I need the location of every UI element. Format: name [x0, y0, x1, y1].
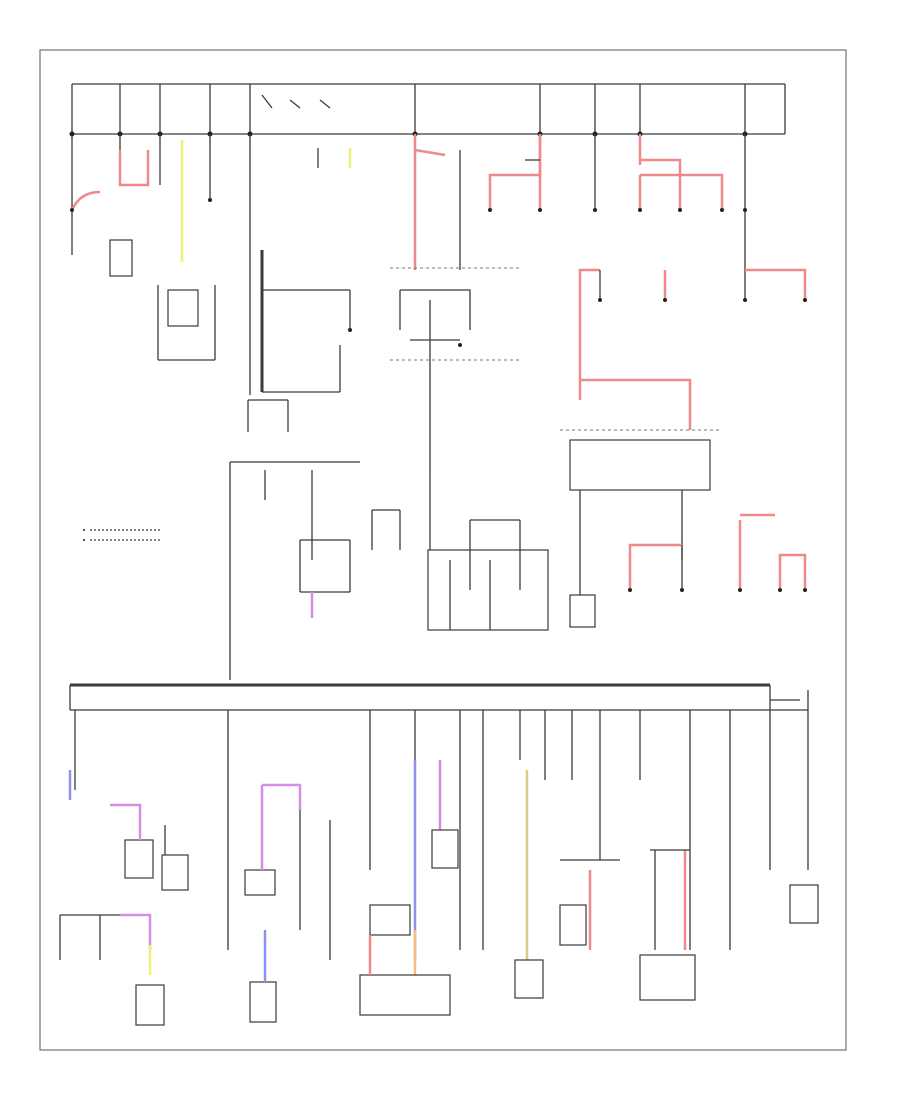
- mid-modules: [229, 461, 549, 680]
- diagram-border: [39, 49, 847, 1051]
- legend: [83, 529, 160, 541]
- starter-circuit: [247, 134, 352, 432]
- lower-branches: [68, 710, 809, 975]
- lower-fuse-bus: [69, 683, 809, 735]
- battery-area: [70, 134, 216, 361]
- right-fuse-branches: [488, 134, 807, 628]
- lower-left-modules: [59, 783, 819, 1026]
- central-relay-area: [390, 134, 542, 470]
- top-fuse-bus: [69, 83, 786, 178]
